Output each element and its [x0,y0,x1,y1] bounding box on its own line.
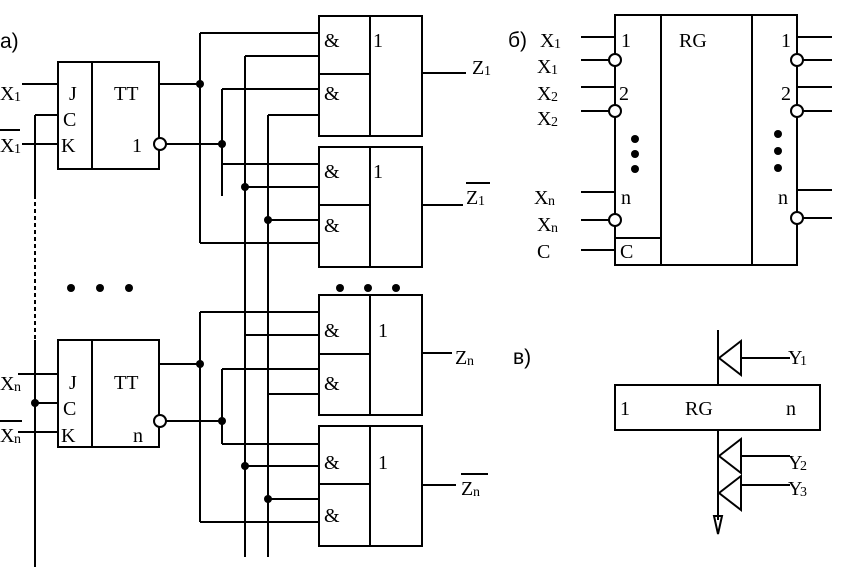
trigger-top-k: K [61,135,76,157]
svg-text:1: 1 [378,452,388,474]
svg-text:3: 3 [800,485,807,500]
svg-text:&: & [324,215,340,237]
trigger-bottom [57,339,160,448]
rg-left-pin-n: n [621,187,631,209]
input-x1-bar: X [0,135,15,157]
input-xn-bar: X [0,425,15,447]
rg-right-pin-1: 1 [781,30,791,52]
rg-clock-pin: C [620,241,633,263]
ellipsis-right [336,284,344,292]
rg-input-x1-bar: X [537,56,552,78]
svg-text:n: n [548,194,555,209]
output-zn-bar: Z [461,478,473,500]
buffer-y2 [717,436,742,476]
rg-input-x2-bar: X [537,108,552,130]
svg-text:&: & [324,30,340,52]
input-x1: X [0,83,15,105]
svg-text:n: n [467,354,474,369]
trigger-bottom-j: J [69,372,77,394]
svg-text:1: 1 [14,90,21,105]
svg-text:n: n [473,485,480,500]
output-z1-bar: Z [466,187,478,209]
rg-v-left-pin: 1 [620,398,630,420]
svg-text:2: 2 [551,115,558,130]
rg-input-xn: X [534,187,549,209]
input-xn: X [0,373,15,395]
rg-left-pin-1: 1 [621,30,631,52]
register-rg-title: RG [679,30,707,52]
trigger-bottom-c: C [63,398,76,420]
svg-text:1: 1 [373,30,383,52]
svg-text:n: n [14,432,21,447]
svg-text:1: 1 [554,37,561,52]
rg-input-x2: X [537,83,552,105]
register-rg [614,14,798,266]
svg-text:1: 1 [14,142,21,157]
rg-v-right-pin: n [786,398,796,420]
svg-text:1: 1 [800,354,807,369]
svg-text:1: 1 [378,320,388,342]
rg-input-x1: X [540,30,555,52]
rg-input-xn-bar: X [537,214,552,236]
ellipsis-left [67,284,75,292]
trigger-bottom-qinv: n [133,425,143,447]
svg-text:&: & [324,452,340,474]
trigger-top-c: C [63,109,76,131]
svg-text:n: n [14,380,21,395]
panel-label-v: в) [513,346,531,369]
rg-left-pin-2: 2 [619,83,629,105]
svg-text:Y: Y [788,452,802,474]
trigger-bottom-k: K [61,425,76,447]
rg-right-pin-n: n [778,187,788,209]
svg-text:n: n [551,221,558,236]
register-rg-v [614,384,821,431]
svg-text:2: 2 [800,459,807,474]
buffer-y3 [717,473,742,513]
rg-clock-label: C [537,241,550,263]
svg-text:Y: Y [788,347,802,369]
svg-text:Y: Y [788,478,802,500]
svg-text:&: & [324,161,340,183]
trigger-bottom-type: TT [114,372,138,394]
svg-text:&: & [324,83,340,105]
panel-label-b: б) [508,29,527,52]
trigger-top-j: J [69,83,77,105]
svg-text:1: 1 [478,194,485,209]
output-z1: Z [472,57,484,79]
output-zn: Z [455,347,467,369]
rg-right-pin-2: 2 [781,83,791,105]
trigger-bottom-inv-bubble [153,414,167,428]
trigger-top-qinv: 1 [132,135,142,157]
buffer-y1 [717,338,742,378]
bus-arrow [712,515,724,535]
svg-text:2: 2 [551,90,558,105]
svg-text:&: & [324,505,340,527]
trigger-top [57,61,160,170]
rg-v-title: RG [685,398,713,420]
svg-text:&: & [324,320,340,342]
svg-text:1: 1 [484,64,491,79]
trigger-top-type: TT [114,83,138,105]
svg-text:1: 1 [373,161,383,183]
trigger-top-inv-bubble [153,137,167,151]
svg-text:&: & [324,373,340,395]
panel-label-a: а) [0,30,19,53]
svg-text:1: 1 [551,63,558,78]
